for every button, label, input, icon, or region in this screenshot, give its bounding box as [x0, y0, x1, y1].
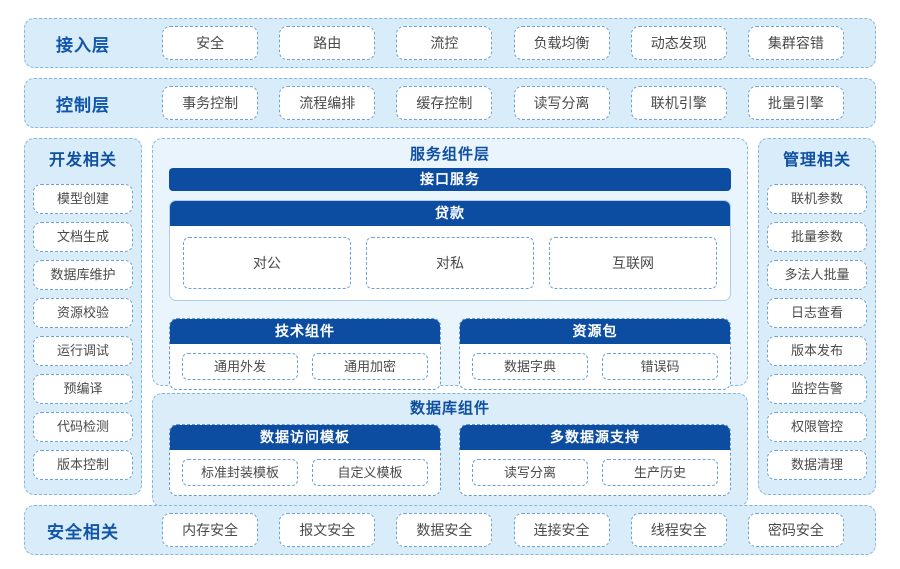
component-box: 互联网	[549, 237, 717, 289]
component-box: 动态发现	[630, 26, 727, 60]
component-box: 对公	[183, 237, 351, 289]
component-box: 读写分离	[513, 86, 610, 120]
component-box: 安全	[162, 26, 259, 60]
component-box: 数据安全	[396, 513, 493, 547]
panel-database-components: 数据库组件 数据访问模板 标准封装模板 自定义模板 多数据源支持 读写分离 生	[152, 393, 748, 507]
component-box: 权限管控	[767, 412, 867, 442]
sidebar-development: 开发相关 模型创建 文档生成 数据库维护 资源校验 运行调试 预编译 代码检测 …	[24, 138, 142, 495]
center-column: 服务组件层 接口服务 贷款 对公 对私 互联网 技术组件 通用外发	[152, 138, 748, 507]
template-card-header: 数据访问模板	[170, 425, 440, 450]
component-box: 缓存控制	[396, 86, 493, 120]
component-box: 版本控制	[33, 450, 133, 480]
component-box: 线程安全	[630, 513, 727, 547]
component-box: 生产历史	[602, 459, 718, 486]
interface-service-bar: 接口服务	[169, 168, 731, 191]
db-sub-cards: 数据访问模板 标准封装模板 自定义模板 多数据源支持 读写分离 生产历史	[169, 424, 731, 496]
tech-card-header: 技术组件	[170, 319, 440, 344]
panel-service-components: 服务组件层 接口服务 贷款 对公 对私 互联网 技术组件 通用外发	[152, 138, 748, 390]
component-box: 版本发布	[767, 336, 867, 366]
component-box: 预编译	[33, 374, 133, 404]
loan-card-header: 贷款	[170, 201, 730, 226]
component-box: 事务控制	[162, 86, 259, 120]
middle-zone: 开发相关 模型创建 文档生成 数据库维护 资源校验 运行调试 预编译 代码检测 …	[24, 138, 876, 507]
layer-row-security: 安全相关 内存安全 报文安全 数据安全 连接安全 线程安全 密码安全	[24, 505, 876, 555]
component-box: 路由	[279, 26, 376, 60]
component-box: 监控告警	[767, 374, 867, 404]
access-layer-label: 接入层	[56, 35, 110, 55]
security-layer-items: 内存安全 报文安全 数据安全 连接安全 线程安全 密码安全	[141, 513, 865, 547]
management-sidebar-title: 管理相关	[782, 152, 851, 169]
db-panel-title: 数据库组件	[409, 400, 490, 417]
template-card-body: 标准封装模板 自定义模板	[170, 450, 440, 495]
resource-card-body: 数据字典 错误码	[460, 344, 730, 389]
component-box: 负载均衡	[513, 26, 610, 60]
access-layer-items: 安全 路由 流控 负载均衡 动态发现 集群容错	[141, 26, 865, 60]
component-box: 资源校验	[33, 298, 133, 328]
component-box: 自定义模板	[312, 459, 428, 486]
service-sub-cards: 技术组件 通用外发 通用加密 资源包 数据字典 错误码	[169, 318, 731, 390]
component-box: 标准封装模板	[182, 459, 298, 486]
component-box: 集群容错	[747, 26, 844, 60]
component-box: 密码安全	[747, 513, 844, 547]
component-box: 连接安全	[513, 513, 610, 547]
data-access-template-card: 数据访问模板 标准封装模板 自定义模板	[169, 424, 441, 496]
component-box: 流程编排	[279, 86, 376, 120]
tech-card-body: 通用外发 通用加密	[170, 344, 440, 389]
development-sidebar-title: 开发相关	[48, 152, 117, 169]
component-box: 联机引擎	[630, 86, 727, 120]
datasource-card-header: 多数据源支持	[460, 425, 730, 450]
component-box: 对私	[366, 237, 534, 289]
component-box: 数据清理	[767, 450, 867, 480]
component-box: 运行调试	[33, 336, 133, 366]
resource-card-header: 资源包	[460, 319, 730, 344]
component-box: 多法人批量	[767, 260, 867, 290]
security-layer-label: 安全相关	[47, 522, 119, 542]
loan-card-body: 对公 对私 互联网	[170, 226, 730, 300]
component-box: 文档生成	[33, 222, 133, 252]
component-box: 内存安全	[162, 513, 259, 547]
component-box: 读写分离	[472, 459, 588, 486]
service-panel-title: 服务组件层	[409, 146, 490, 163]
component-box: 报文安全	[279, 513, 376, 547]
resource-package-card: 资源包 数据字典 错误码	[459, 318, 731, 390]
component-box: 数据库维护	[33, 260, 133, 290]
tech-components-card: 技术组件 通用外发 通用加密	[169, 318, 441, 390]
component-box: 日志查看	[767, 298, 867, 328]
component-box: 流控	[396, 26, 493, 60]
component-box: 批量引擎	[747, 86, 844, 120]
layer-row-control: 控制层 事务控制 流程编排 缓存控制 读写分离 联机引擎 批量引擎	[24, 78, 876, 128]
component-box: 代码检测	[33, 412, 133, 442]
layer-row-access: 接入层 安全 路由 流控 负载均衡 动态发现 集群容错	[24, 18, 876, 68]
loan-card: 贷款 对公 对私 互联网	[169, 200, 731, 301]
control-layer-label: 控制层	[56, 95, 110, 115]
component-box: 批量参数	[767, 222, 867, 252]
component-box: 联机参数	[767, 184, 867, 214]
component-box: 通用外发	[182, 353, 298, 380]
component-box: 模型创建	[33, 184, 133, 214]
sidebar-management: 管理相关 联机参数 批量参数 多法人批量 日志查看 版本发布 监控告警 权限管控…	[758, 138, 876, 495]
component-box: 数据字典	[472, 353, 588, 380]
multi-datasource-card: 多数据源支持 读写分离 生产历史	[459, 424, 731, 496]
component-box: 通用加密	[312, 353, 428, 380]
component-box: 错误码	[602, 353, 718, 380]
control-layer-items: 事务控制 流程编排 缓存控制 读写分离 联机引擎 批量引擎	[141, 86, 865, 120]
datasource-card-body: 读写分离 生产历史	[460, 450, 730, 495]
